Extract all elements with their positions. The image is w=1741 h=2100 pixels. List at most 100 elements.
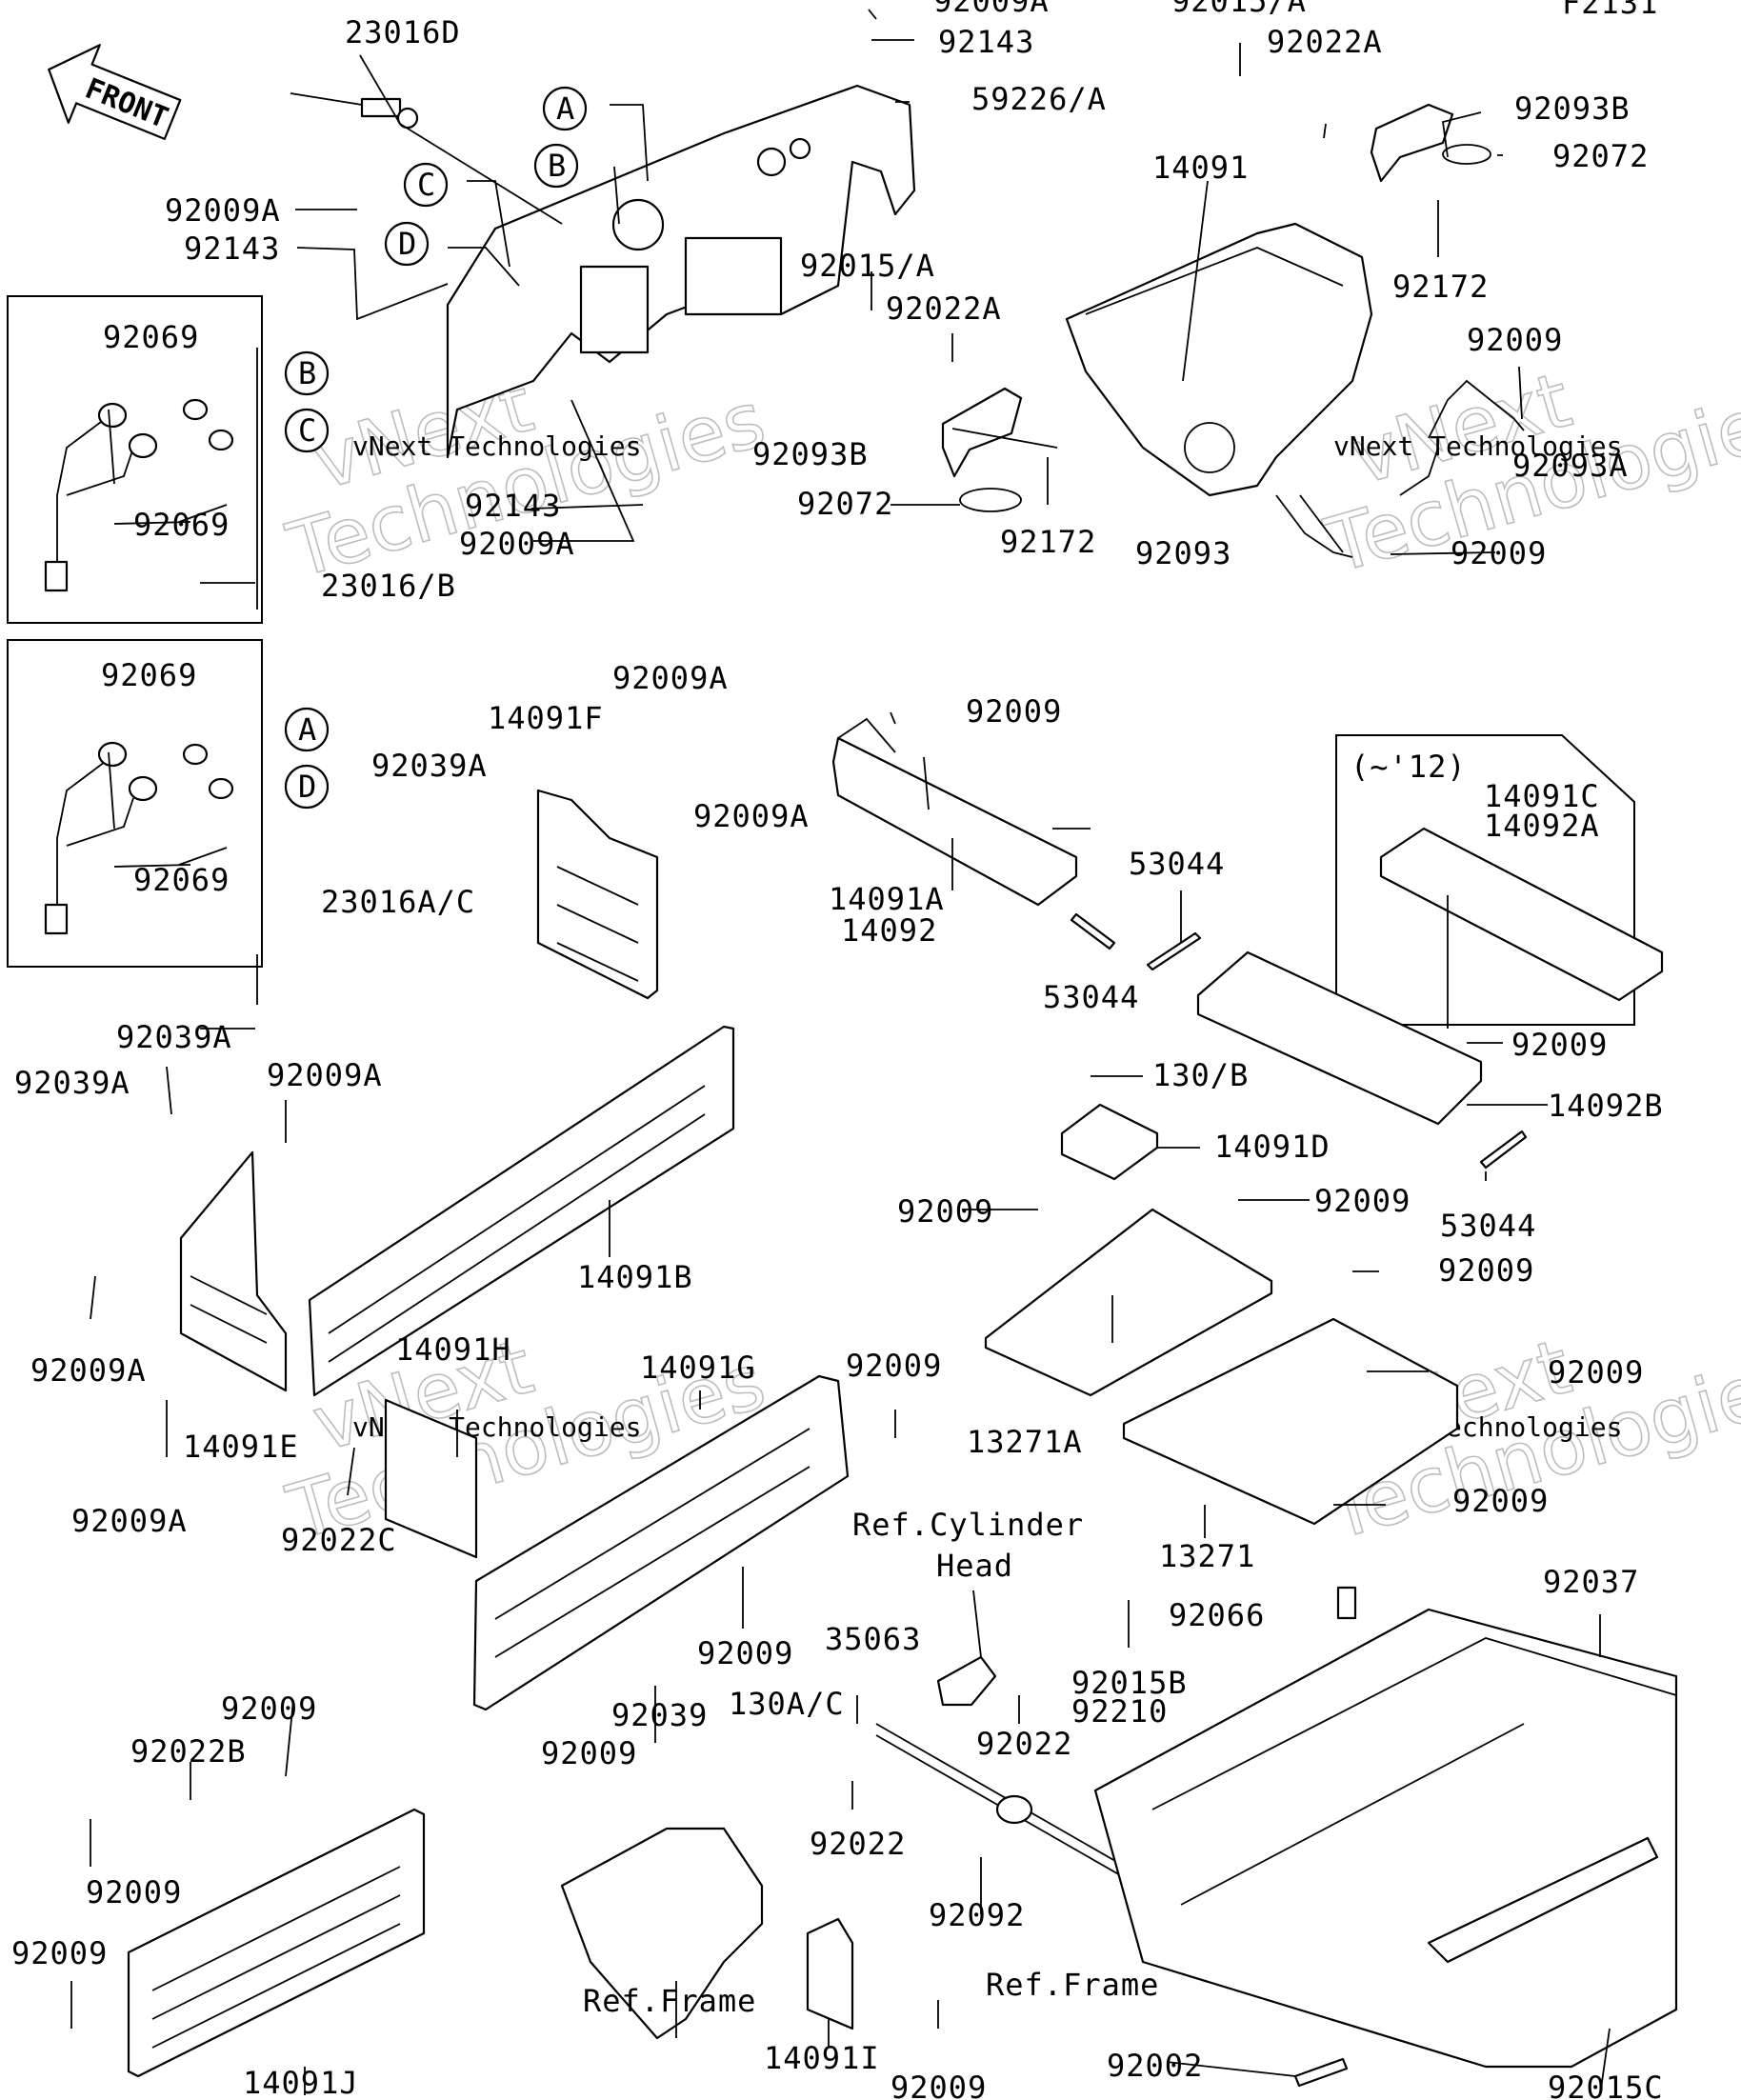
part-label: 92039A (14, 1065, 130, 1101)
part-label: Ref.Frame (986, 1967, 1159, 2003)
callout-letter: C (417, 167, 436, 203)
part-label: 23016/B (321, 568, 456, 604)
watermark-caption: vNext Technologies (1333, 430, 1622, 462)
part-label: 14092 (841, 912, 937, 949)
part-label: 92009 (11, 1935, 108, 1971)
bracket-14091i (806, 1917, 854, 2030)
part-label: 92143 (465, 488, 561, 524)
part-label: 13271 (1159, 1538, 1255, 1574)
part-label: 92009 (86, 1874, 182, 1910)
part-label: 53044 (1440, 1208, 1536, 1244)
part-label: 130A/C (729, 1686, 845, 1722)
front-box-14091 (1065, 222, 1373, 497)
part-label: 92009 (1451, 535, 1547, 571)
callout-letter: A (298, 711, 317, 748)
part-label: 92143 (938, 24, 1034, 60)
part-label: 92009 (897, 1193, 993, 1230)
part-label: 23016A/C (321, 884, 475, 920)
part-label: 92009A (933, 0, 1050, 19)
part-label: 92015/A (800, 248, 935, 284)
part-labels: 92009A 92143 92015/A 92022A 92093B 92072… (11, 0, 1664, 2100)
wire-23016d (290, 92, 419, 130)
part-label: 59226/A (971, 81, 1107, 117)
bracket-92093b-lower (941, 387, 1023, 512)
part-label: 14091E (183, 1429, 299, 1465)
part-label: 92009 (1467, 322, 1563, 358)
part-label: 92009 (1452, 1483, 1549, 1519)
part-label: 92039A (371, 748, 488, 784)
part-label: 92009A (165, 192, 281, 229)
part-label: 92002 (1107, 2048, 1203, 2084)
part-label: 14091G (640, 1350, 756, 1386)
part-label: 92009 (1511, 1027, 1608, 1063)
part-label: 92009 (221, 1690, 317, 1727)
frame-front (560, 1827, 764, 2040)
callout-letter: D (298, 769, 317, 805)
part-label: 14091A (829, 881, 945, 917)
note-box-2012 (1335, 734, 1635, 1026)
bracket-92093 (1275, 494, 1353, 558)
part-label: 92015/A (1171, 0, 1307, 19)
part-label: 92009A (459, 526, 575, 562)
part-label: 92069 (103, 319, 199, 355)
floor-13271a (984, 1208, 1273, 1397)
rod-53044 (1070, 912, 1528, 1170)
frame-rear (1093, 1608, 1678, 2069)
harness-box-b (7, 295, 263, 624)
part-label: 92022 (976, 1726, 1072, 1762)
part-label: 92093B (1514, 90, 1631, 127)
part-label: 92037 (1543, 1564, 1639, 1600)
leader-lines (70, 9, 1611, 2096)
part-label: 92143 (184, 230, 280, 267)
part-label: 92069 (133, 507, 230, 543)
floor-13271 (1122, 1317, 1459, 1526)
front-direction-arrow-icon: FRONT (48, 44, 182, 140)
cover-14091a (831, 717, 1078, 907)
part-label: 92015B (1071, 1665, 1188, 1701)
part-label: 92009A (693, 798, 810, 834)
part-label: 92009 (697, 1635, 793, 1671)
dashboard-panel-59226 (446, 84, 916, 459)
part-label: 92022A (1267, 24, 1383, 60)
part-label: 92072 (1552, 138, 1649, 174)
part-label: 14091J (243, 2065, 359, 2100)
tag-92066 (1336, 1586, 1357, 1620)
part-label: 53044 (1043, 979, 1139, 1015)
part-label: Ref.Frame (583, 1983, 756, 2019)
part-label: 92009 (1438, 1252, 1534, 1289)
part-label: 92066 (1169, 1597, 1265, 1633)
side-panel-14091f (536, 789, 659, 1000)
part-label: 92069 (133, 862, 230, 898)
part-label: 92022C (281, 1522, 397, 1558)
part-label: 14092B (1548, 1088, 1664, 1124)
part-label: 23016D (345, 14, 461, 50)
part-label: 92039 (611, 1697, 708, 1733)
part-label: 35063 (825, 1621, 921, 1657)
cover-14091c (1379, 827, 1664, 1002)
bolt-92002 (1293, 2057, 1349, 2088)
part-label: Ref.Cylinder (852, 1507, 1084, 1543)
harness-23016ac (44, 741, 234, 935)
page-code: F2131 (1562, 0, 1658, 21)
part-label: 92009A (267, 1057, 383, 1093)
part-label: 92039A (116, 1019, 232, 1055)
part-label: 92009 (846, 1348, 942, 1384)
part-label: Head (936, 1548, 1013, 1584)
side-panel-14091b (308, 1025, 735, 1397)
part-label: 92069 (101, 657, 197, 693)
part-label: 92022A (886, 290, 1002, 327)
cover-14091d (1060, 1103, 1159, 1181)
callout-letter: C (298, 412, 317, 449)
part-label: 92210 (1071, 1693, 1168, 1730)
part-label: 92009A (30, 1352, 147, 1389)
harness-box-ac (7, 639, 263, 968)
part-label: 14091H (395, 1331, 511, 1368)
part-label: 92022 (810, 1826, 906, 1862)
part-label: 14092A (1484, 808, 1600, 844)
part-label: 14091B (577, 1259, 693, 1295)
bracket-92093b-upper (1370, 103, 1491, 183)
part-label: 14091I (764, 2040, 880, 2076)
part-label: 13271A (967, 1424, 1083, 1460)
part-label: 92009A (612, 660, 729, 696)
